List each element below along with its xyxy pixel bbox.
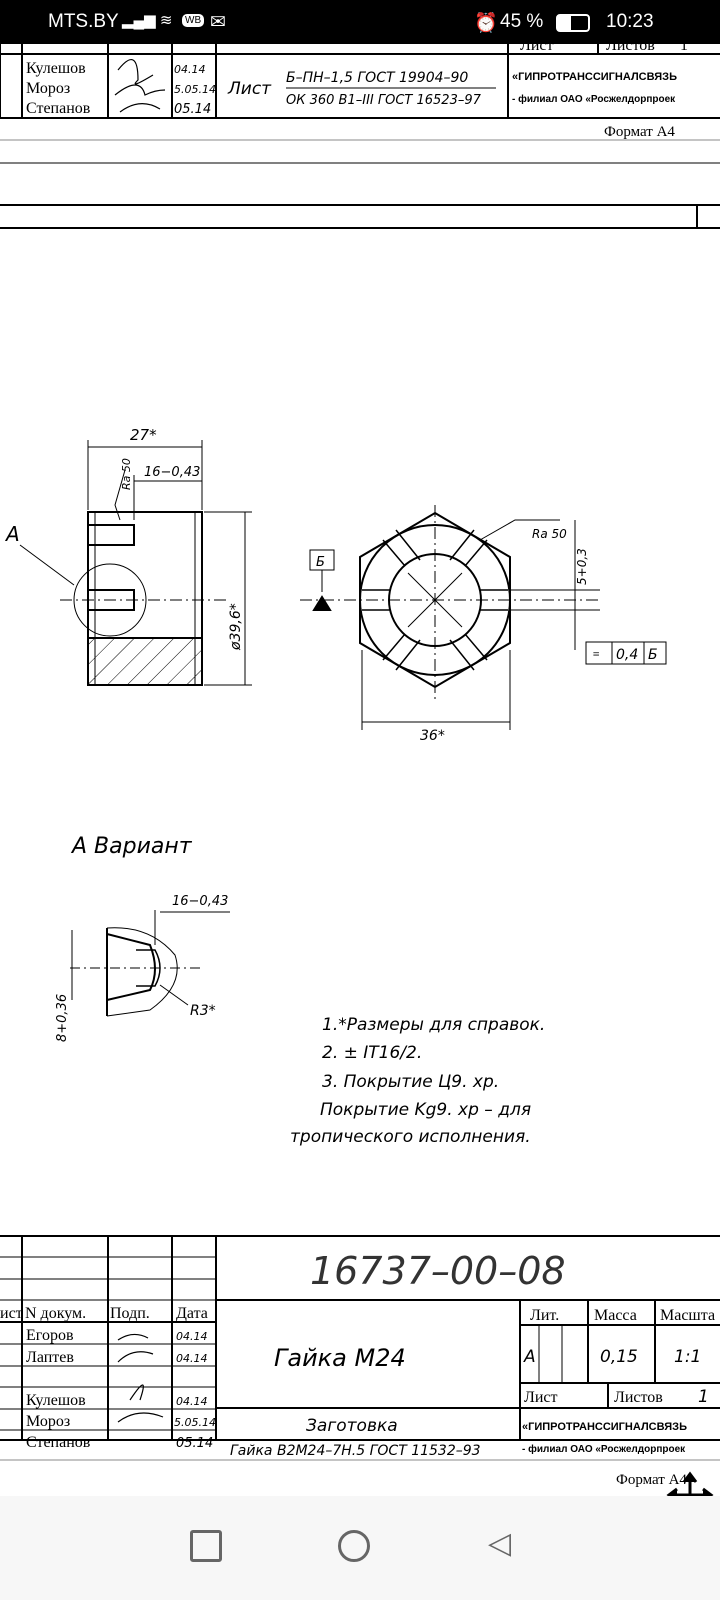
pdf-page[interactable]: Лист Листов 1 Кулешов Мороз Степанов 04.…	[0, 37, 720, 1519]
sheets-value: 1	[698, 1387, 709, 1407]
alarm-icon: ⏰	[474, 13, 498, 34]
lit-value: А	[523, 1347, 536, 1367]
note-2: 2. ± IT16/2.	[322, 1043, 422, 1063]
recents-button[interactable]	[190, 1530, 222, 1562]
sign-date: 5.05.14	[174, 83, 216, 96]
drawing-canvas: Лист Листов 1 Кулешов Мороз Степанов 04.…	[0, 37, 720, 1519]
mail-icon: ✉	[210, 12, 226, 33]
sign-date: 04.14	[176, 1395, 208, 1408]
top-sheets-value: 1	[680, 44, 688, 54]
dim-5: 5+0,3	[575, 548, 589, 585]
title-block	[0, 1235, 720, 1461]
top-sheet-label: Лист	[520, 44, 554, 54]
clock: 10:23	[606, 11, 654, 32]
sheet-label: Лист	[524, 1389, 558, 1406]
signer-name: Кулешов	[26, 60, 86, 77]
top-title-block	[0, 44, 720, 229]
back-button[interactable]: ◁	[488, 1527, 512, 1560]
signer-name: Егоров	[26, 1327, 74, 1344]
signer-name: Мороз	[26, 1413, 70, 1430]
view-label-a: А	[4, 522, 20, 546]
tolerance-base: Б	[648, 647, 658, 663]
signer-name: Лаптев	[26, 1349, 74, 1366]
datum-b: Б	[316, 555, 325, 570]
part-name: Гайка М24	[274, 1344, 406, 1372]
variant-dim-16: 16−0,43	[172, 894, 228, 909]
col-header: Дата	[176, 1305, 208, 1322]
scale-value: 1:1	[674, 1347, 701, 1367]
sign-date: 05.14	[176, 1436, 213, 1451]
mass-header: Масса	[594, 1307, 637, 1324]
dim-diameter: ø39,6*	[228, 603, 244, 651]
org-name: «ГИПРОТРАНССИГНАЛСВЯЗЬ	[522, 1421, 687, 1433]
variant-r3: R3*	[190, 1003, 216, 1019]
top-sheets-label: Листов	[606, 44, 655, 54]
material-line-2: ОК 360 В1–III ГОСТ 16523–97	[286, 93, 482, 108]
roughness-ra50: Ra 50	[120, 458, 133, 490]
org-name: «ГИПРОТРАНССИГНАЛСВЯЗЬ	[512, 71, 677, 83]
sign-date: 04.14	[176, 1330, 208, 1343]
signer-name: Кулешов	[26, 1392, 86, 1409]
note-4: Покрытие Kg9. хр – для	[320, 1100, 531, 1120]
sign-date: 05.14	[174, 102, 211, 117]
tolerance-value: 0,4	[616, 647, 638, 663]
signatures	[114, 59, 166, 113]
col-header: Подп.	[110, 1305, 150, 1322]
dim-27: 27*	[130, 426, 157, 444]
col-header: ист	[0, 1305, 23, 1322]
col-header: N докум.	[25, 1305, 86, 1322]
list-label: Лист	[227, 79, 272, 99]
signal-icon: ▂▄▆ ≋	[122, 12, 173, 29]
note-5: тропического исполнения.	[290, 1127, 531, 1147]
front-view	[300, 505, 667, 730]
variant-view	[70, 910, 230, 1017]
format-label: Формат А4	[616, 1472, 687, 1488]
blank-spec: Гайка В2М24–7Н.5 ГОСТ 11532–93	[230, 1443, 481, 1459]
signer-name: Степанов	[26, 1434, 91, 1451]
scale-header: Масшта	[660, 1307, 715, 1324]
drawing-code: 16737–00–08	[310, 1249, 566, 1293]
note-3: 3. Покрытие Ц9. хр.	[322, 1072, 499, 1092]
sign-date: 04.14	[174, 63, 206, 76]
home-button[interactable]	[338, 1530, 370, 1562]
dim-16: 16−0,43	[144, 465, 200, 480]
signer-name: Степанов	[26, 100, 91, 117]
navigation-bar: ◁	[0, 1496, 720, 1600]
sign-date: 04.14	[176, 1352, 208, 1365]
carrier: MTS.BY	[48, 11, 119, 32]
battery-percent: 45 %	[500, 11, 544, 32]
variant-title: А Вариант	[70, 834, 193, 859]
format-label: Формат А4	[604, 124, 675, 140]
material-line-1: Б–ПН–1,5 ГОСТ 19904–90	[286, 70, 468, 86]
status-bar: MTS.BY ▂▄▆ ≋ WB ✉ ⏰ 45 % 10:23	[0, 0, 720, 44]
variant-dim-8: 8+0,36	[55, 994, 70, 1042]
dim-36: 36*	[420, 728, 445, 744]
lit-header: Лит.	[530, 1307, 559, 1324]
signer-name: Мороз	[26, 80, 70, 97]
sign-date: 5.05.14	[174, 1416, 216, 1429]
roughness-ra50-2: Ra 50	[532, 527, 567, 541]
symmetry-icon: ≡	[592, 647, 600, 661]
side-view	[19, 440, 252, 686]
battery-icon	[556, 14, 590, 32]
wb-icon: WB	[182, 14, 205, 27]
org-subname: - филиал ОАО «Росжелдорпроек	[522, 1443, 686, 1455]
org-subname: - филиал ОАО «Росжелдорпроек	[512, 93, 676, 105]
sheets-label: Листов	[614, 1389, 663, 1406]
note-1: 1.*Размеры для справок.	[322, 1015, 545, 1035]
blank-label: Заготовка	[306, 1416, 398, 1436]
mass-value: 0,15	[600, 1347, 638, 1367]
